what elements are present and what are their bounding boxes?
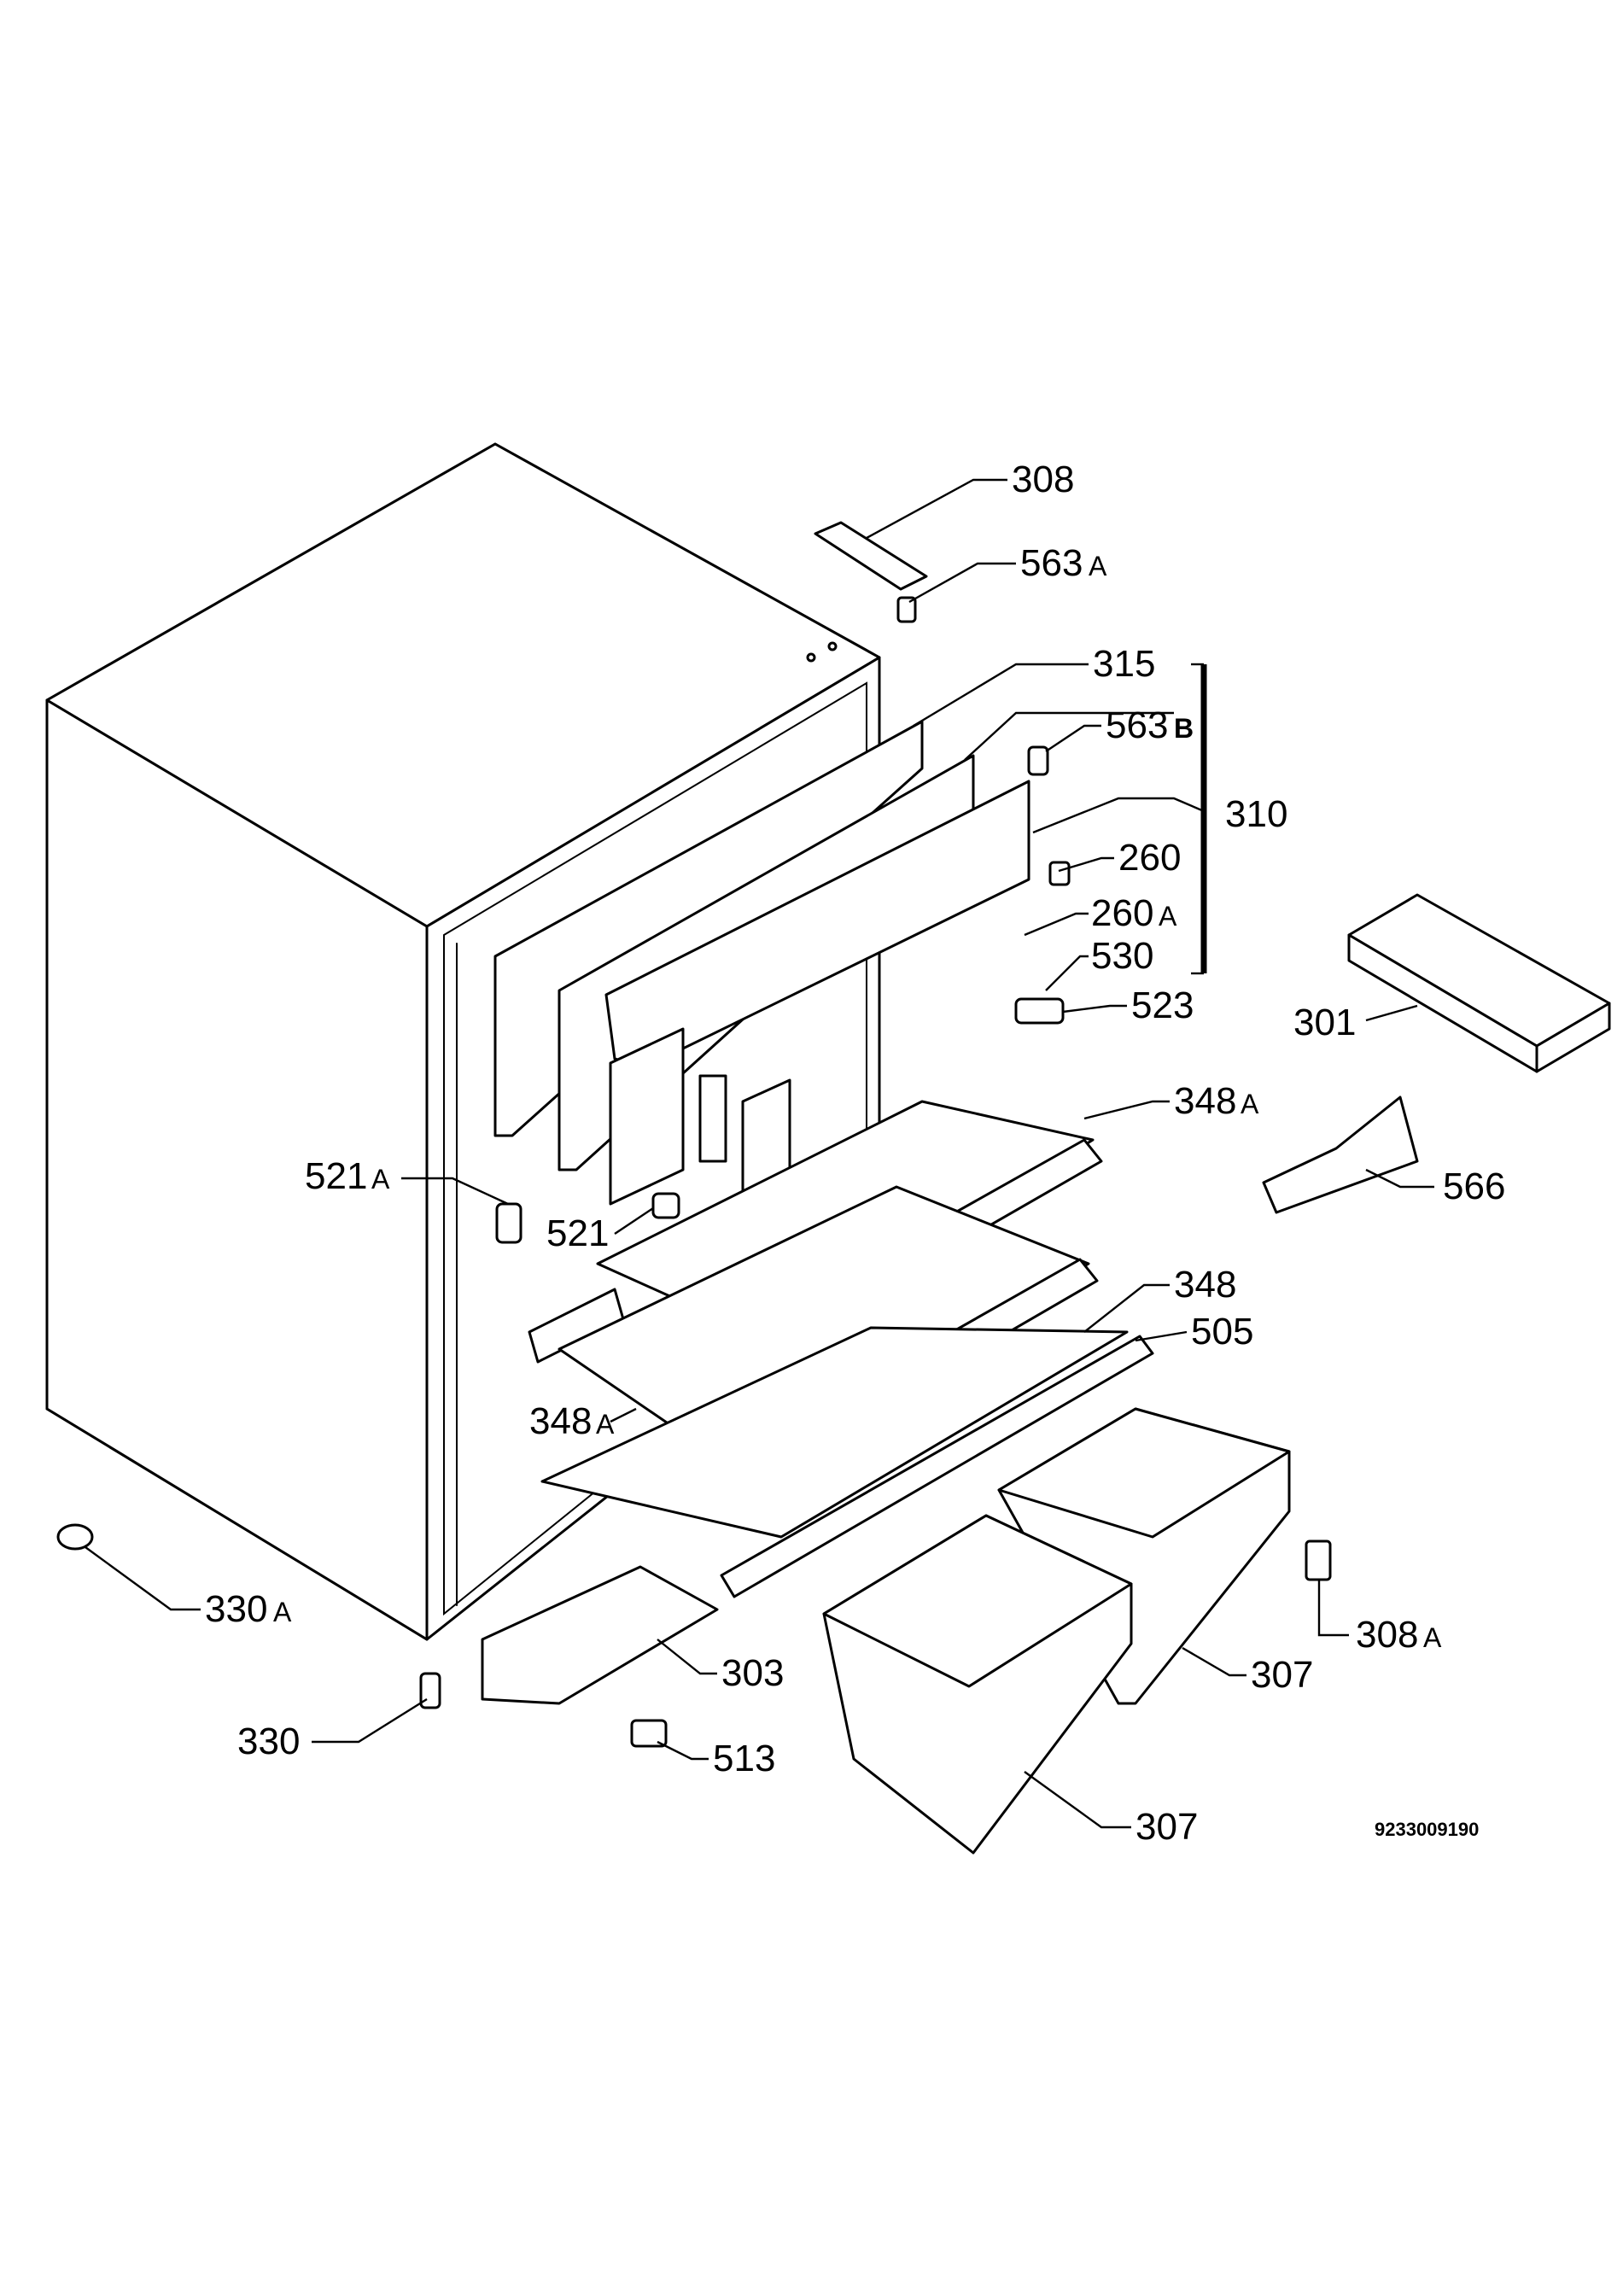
part-521 [651, 1192, 680, 1219]
leader-330 [312, 1697, 428, 1744]
leader-348a-mid [610, 1407, 637, 1423]
callout-labels: 308 563 A 315 563 B 310 260 260 A 530 52… [205, 459, 1505, 1848]
leader-530 [1045, 955, 1089, 991]
leader-505 [1135, 1330, 1188, 1342]
leader-566 [1365, 1168, 1434, 1189]
leader-563b [1045, 724, 1101, 752]
crisper-drawer-right [997, 1407, 1291, 1705]
label-308a-suffix: A [1423, 1622, 1442, 1653]
label-521: 521 [546, 1212, 609, 1254]
label-566: 566 [1443, 1166, 1505, 1207]
label-260a-suffix: A [1159, 901, 1177, 932]
label-521a: 521 [305, 1155, 367, 1197]
leader-307-bottom [1024, 1771, 1131, 1829]
shelf-trim-505 [720, 1335, 1154, 1598]
label-315: 315 [1093, 643, 1155, 685]
label-563b: 563 [1106, 704, 1168, 746]
hinge-308 [814, 521, 928, 623]
ice-tray-side [1535, 1002, 1611, 1073]
door-assembly [493, 720, 1030, 1227]
label-523: 523 [1131, 984, 1194, 1026]
ice-scraper-566 [1262, 1095, 1419, 1214]
cabinet-screw-hole [806, 652, 816, 663]
label-505: 505 [1191, 1311, 1253, 1352]
label-330a-suffix: A [273, 1597, 292, 1627]
hinge-plate [814, 521, 928, 591]
label-308a: 308 [1356, 1614, 1418, 1656]
door-panel-260a [604, 780, 1030, 1069]
cabinet-screw-hole [827, 641, 838, 651]
drawing-code: 9233009190 [1375, 1819, 1479, 1840]
leader-521a [401, 1177, 509, 1206]
label-563b-suffix: B [1174, 713, 1194, 744]
leader-308 [866, 478, 1007, 540]
hinge-pin-563a [896, 596, 917, 623]
label-348a-mid-suffix: A [596, 1409, 615, 1440]
leader-315 [913, 663, 1089, 727]
label-260a: 260 [1091, 892, 1153, 934]
foot-330a [56, 1523, 94, 1551]
hinge-pin-563b [1027, 745, 1049, 776]
shelf-lower [540, 1326, 1154, 1598]
label-530: 530 [1091, 935, 1153, 977]
part-521a [495, 1202, 523, 1244]
catch-523 [1014, 997, 1065, 1025]
crisper-drawer-left [822, 1514, 1133, 1855]
label-330a: 330 [205, 1588, 267, 1630]
leader-563a [908, 562, 1016, 604]
leader-260a [1024, 912, 1089, 937]
leader-lines [85, 478, 1434, 1829]
label-301: 301 [1293, 1002, 1356, 1043]
leader-307-right [1182, 1646, 1246, 1677]
clip-260 [1048, 861, 1071, 886]
label-308: 308 [1012, 459, 1074, 500]
drawer-rim [997, 1407, 1291, 1539]
foot-330 [419, 1672, 441, 1709]
label-348a-top: 348 [1174, 1080, 1236, 1122]
label-348a-mid: 348 [529, 1400, 592, 1442]
ice-tray-301 [1347, 893, 1611, 1073]
glass-shelf [540, 1326, 1129, 1539]
label-310: 310 [1225, 793, 1287, 835]
leader-315b [964, 711, 1174, 761]
leader-348a-top [1083, 1100, 1170, 1120]
bracket-308a [1305, 1539, 1332, 1581]
leader-348 [1083, 1283, 1170, 1333]
label-303: 303 [721, 1652, 784, 1694]
label-513: 513 [713, 1738, 775, 1779]
label-563a-suffix: A [1089, 551, 1107, 581]
leader-521 [614, 1207, 654, 1235]
cabinet [45, 442, 881, 1641]
label-307-right: 307 [1251, 1654, 1313, 1696]
base-trim-303 [481, 1565, 719, 1705]
leader-310 [1032, 797, 1205, 834]
label-307-bottom: 307 [1136, 1806, 1198, 1848]
leader-303 [657, 1639, 717, 1675]
leader-330a [85, 1546, 201, 1611]
clip-513 [630, 1719, 668, 1748]
drawer-rim [822, 1514, 1133, 1688]
label-330: 330 [237, 1721, 300, 1762]
leader-523 [1062, 1004, 1127, 1014]
label-348: 348 [1174, 1264, 1236, 1306]
label-521a-suffix: A [371, 1164, 390, 1195]
label-260: 260 [1118, 837, 1181, 879]
leader-301 [1365, 1004, 1418, 1022]
leader-513 [657, 1740, 709, 1761]
door-handle-part [609, 1027, 685, 1206]
label-348a-top-suffix: A [1241, 1089, 1259, 1119]
leader-308a [1317, 1580, 1349, 1637]
label-563a: 563 [1020, 542, 1083, 584]
door-hinge-insert [698, 1074, 727, 1163]
leader-260 [1058, 856, 1114, 873]
